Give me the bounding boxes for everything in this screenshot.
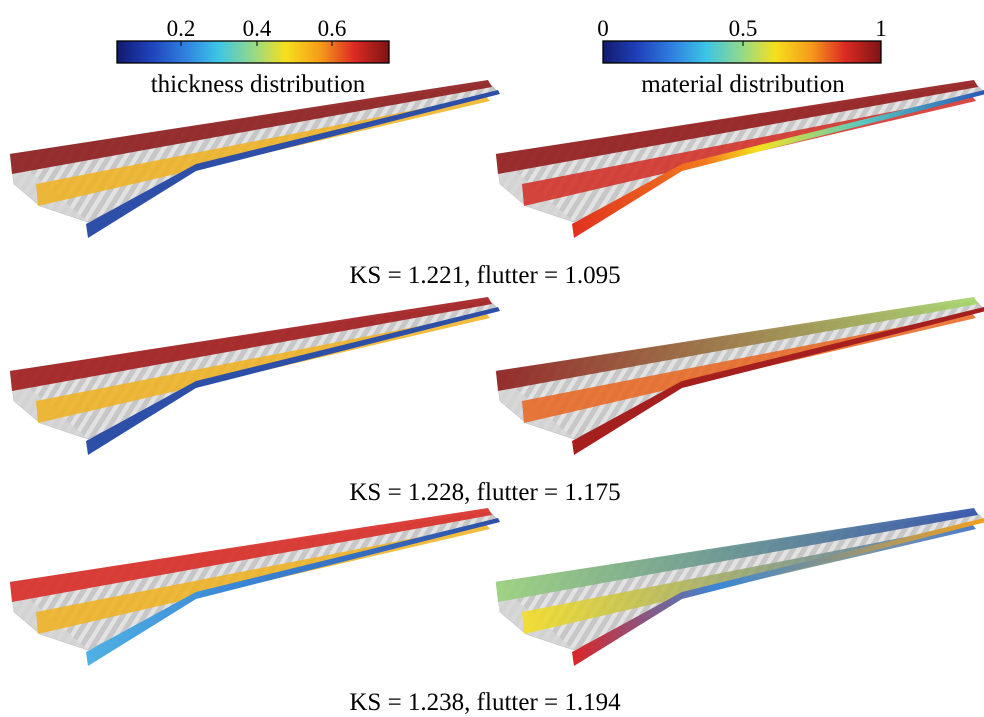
row-2-material-wing-root-rib [496, 371, 574, 439]
row-2-material-wing-leading-edge-spar [496, 297, 978, 391]
thickness-tick-1: 0.4 [243, 16, 272, 41]
row-3-thickness-wing [9, 508, 500, 666]
row-1-thickness-wing-root-rib [10, 154, 88, 222]
row-1-thickness-wing-leading-edge-spar [10, 80, 492, 174]
row-1-material-wing-leading-edge-spar [496, 80, 978, 174]
material-colorbar-gradient [602, 40, 882, 64]
row-3-material-wing-leading-edge-spar [496, 508, 978, 602]
thickness-colorbar-label: thickness distribution [151, 71, 366, 98]
row-3-material-wing-trailing-edge-spar [572, 518, 984, 666]
row-3-thickness-wing-root-rib [10, 582, 88, 650]
row-1-material-wing-root-rib [496, 154, 574, 222]
row-1-thickness-wing [9, 80, 500, 238]
row-2-material-wing [495, 297, 984, 455]
row-3-thickness-wing-leading-edge-spar [10, 508, 492, 602]
row-2-thickness-wing-leading-edge-spar [10, 297, 492, 391]
row-3-material-wing-root-rib [496, 582, 574, 650]
row-3-caption: KS = 1.238, flutter = 1.194 [349, 689, 621, 716]
thickness-tick-0: 0.2 [167, 16, 196, 41]
thickness-colorbar-gradient [116, 40, 390, 64]
material-tick-1: 0.5 [729, 16, 758, 41]
row-2-thickness-wing-root-rib [10, 371, 88, 439]
row-1-caption: KS = 1.221, flutter = 1.095 [349, 262, 620, 289]
row-1-material-wing [495, 80, 984, 238]
material-colorbar-label: material distribution [641, 71, 845, 98]
wing-panels [9, 80, 984, 666]
thickness-colorbar: 0.2 0.4 0.6 thickness distribution [116, 16, 390, 98]
material-colorbar: 0 0.5 1 material distribution [597, 16, 887, 98]
row-2-material-wing-trailing-edge-spar [572, 307, 984, 455]
row-2-thickness-wing [9, 297, 500, 455]
material-tick-0: 0 [597, 16, 609, 41]
row-1-material-wing-trailing-edge-spar [572, 90, 984, 238]
row-2-caption: KS = 1.228, flutter = 1.175 [349, 479, 620, 506]
material-tick-2: 1 [875, 16, 887, 41]
thickness-tick-2: 0.6 [318, 16, 347, 41]
row-3-material-wing [495, 508, 984, 666]
